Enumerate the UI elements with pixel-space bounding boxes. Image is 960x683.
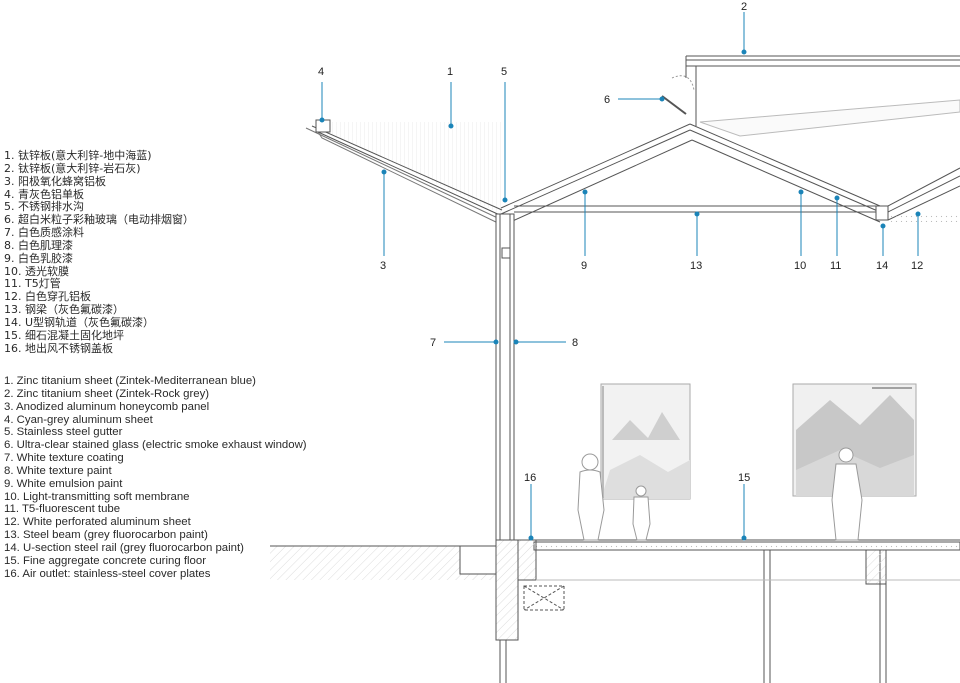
callout-11: 11 xyxy=(830,260,841,272)
legend-item: 1. Zinc titanium sheet (Zintek-Mediterra… xyxy=(4,375,256,387)
legend-item: 5. 不锈钢排水沟 xyxy=(4,200,84,214)
legend-item: 2. 钛锌板(意大利锌-岩石灰) xyxy=(4,161,141,175)
callouts xyxy=(319,12,921,541)
legend-item: 14. U型钢轨道（灰色氟碳漆） xyxy=(4,315,155,329)
roof-structure xyxy=(305,55,960,225)
legend-item: 6. 超白米粒子彩釉玻璃（电动排烟窗） xyxy=(4,213,194,227)
legend-item: 11. T5灯管 xyxy=(4,277,61,291)
legend-item: 16. 地出风不锈钢盖板 xyxy=(4,341,113,355)
legend-item: 15. 细石混凝土固化地坪 xyxy=(4,328,124,342)
person-silhouette-icon xyxy=(632,485,651,541)
callout-5: 5 xyxy=(501,66,507,78)
callout-9: 9 xyxy=(581,260,587,272)
legend-item: 12. 白色穿孔铝板 xyxy=(4,290,91,304)
legend-item: 3. 阳极氧化蜂窝铝板 xyxy=(4,174,106,188)
callout-4: 4 xyxy=(318,66,324,78)
legend-item: 13. 钢梁（灰色氟碳漆） xyxy=(4,303,124,317)
legend-item: 13. Steel beam (grey fluorocarbon paint) xyxy=(4,529,208,542)
landscape-painting-icon xyxy=(600,383,691,500)
callout-3: 3 xyxy=(380,260,386,272)
callout-7: 7 xyxy=(430,337,436,349)
legend-item: 4. 青灰色铝单板 xyxy=(4,187,84,201)
person-silhouette-icon xyxy=(831,447,863,541)
legend-item: 12. White perforated aluminum sheet xyxy=(4,516,191,529)
legend-item: 7. 白色质感涂料 xyxy=(4,226,84,240)
callout-16: 16 xyxy=(524,472,536,484)
legend-item: 8. 白色肌理漆 xyxy=(4,238,73,252)
legend-item: 3. Anodized aluminum honeycomb panel xyxy=(4,400,210,413)
callout-12: 12 xyxy=(911,260,923,272)
callout-13: 13 xyxy=(690,260,702,272)
legend-item: 11. T5-fluorescent tube xyxy=(4,503,121,516)
legend-item: 15. Fine aggregate concrete curing floor xyxy=(4,554,206,567)
legend-chinese: 1. 钛锌板(意大利锌-地中海蓝) 2. 钛锌板(意大利锌-岩石灰) 3. 阳极… xyxy=(4,149,194,356)
legend-item: 10. Light-transmitting soft membrane xyxy=(4,490,190,503)
legend-english: 1. Zinc titanium sheet (Zintek-Mediterra… xyxy=(4,375,307,581)
legend-item: 1. 钛锌板(意大利锌-地中海蓝) xyxy=(4,149,152,162)
callout-8: 8 xyxy=(572,337,578,349)
floor-structure xyxy=(270,539,960,683)
legend-item: 8. White texture paint xyxy=(4,464,112,477)
legend-item: 4. Cyan-grey aluminum sheet xyxy=(4,413,153,426)
legend-item: 9. White emulsion paint xyxy=(4,477,123,490)
callout-6: 6 xyxy=(604,94,610,106)
callout-14: 14 xyxy=(876,260,888,272)
legend-item: 9. 白色乳胶漆 xyxy=(4,251,73,265)
callout-1: 1 xyxy=(447,66,453,78)
callout-2: 2 xyxy=(741,1,747,13)
callout-10: 10 xyxy=(794,260,806,272)
legend-item: 10. 透光软膜 xyxy=(4,264,69,278)
callout-15: 15 xyxy=(738,472,750,484)
legend-item: 16. Air outlet: stainless-steel cover pl… xyxy=(4,567,211,580)
exterior-wall xyxy=(495,213,515,541)
person-silhouette-icon xyxy=(577,453,605,541)
legend-item: 14. U-section steel rail (grey fluorocar… xyxy=(4,541,244,554)
legend-item: 7. White texture coating xyxy=(4,452,124,465)
legend-item: 6. Ultra-clear stained glass (electric s… xyxy=(4,439,307,452)
legend-item: 5. Stainless steel gutter xyxy=(4,426,123,439)
legend-item: 2. Zinc titanium sheet (Zintek-Rock grey… xyxy=(4,387,210,400)
